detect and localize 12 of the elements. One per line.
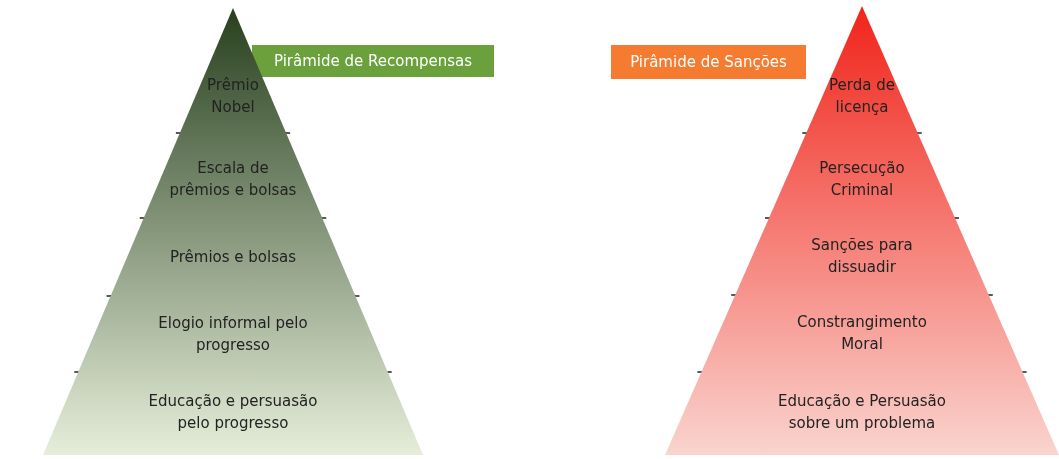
tier-label: Prêmios e bolsas [168, 247, 298, 268]
title-badge: Pirâmide de Recompensas [252, 45, 494, 77]
tier-label: Perda de licença [828, 75, 896, 118]
tier-label: Constrangimento Moral [796, 312, 928, 355]
tier-label: Prêmio Nobel [206, 75, 260, 118]
title-badge: Pirâmide de Sanções [611, 45, 806, 79]
tier-label: Educação e persuasão pelo progresso [147, 391, 319, 434]
tier-label: Sanções para dissuadir [810, 235, 914, 278]
tier-label: Educação e Persuasão sobre um problema [777, 391, 947, 434]
tier-label: Escala de prêmios e bolsas [168, 158, 298, 201]
tier-label: Elogio informal pelo progresso [158, 313, 308, 356]
tier-label: Persecução Criminal [818, 158, 906, 201]
